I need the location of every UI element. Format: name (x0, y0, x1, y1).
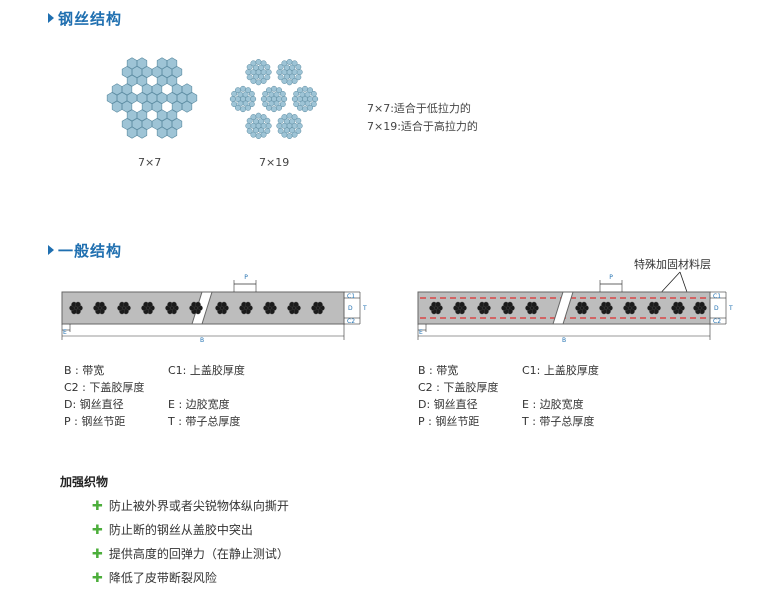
section-title-general: 一般结构 (48, 240, 122, 261)
list-item: ✚降低了皮带断裂风险 (92, 571, 217, 586)
caption-7x19: 7×19 (259, 156, 290, 169)
label-t: T (362, 305, 367, 312)
section-title-rope: 钢丝结构 (48, 8, 122, 29)
fabric-list: ✚防止被外界或者尖锐物体纵向撕开 ✚防止断的钢丝从盖胶中突出 ✚提供高度的回弹力… (92, 494, 289, 590)
plus-icon: ✚ (92, 547, 103, 562)
fabric-title: 加强织物 (60, 475, 109, 489)
plus-icon: ✚ (92, 571, 103, 586)
triangle-icon (48, 245, 54, 255)
label-c2: C2 (713, 318, 721, 325)
belt-diagram-reinforced: 特殊加固材料层 P C1 D C2 T E B (417, 258, 733, 344)
label-c1: C1 (347, 293, 355, 300)
note-7x7: 7×7:适合于低拉力的 (367, 102, 471, 115)
belt-diagram-standard: P C1 D C2 T E B (61, 274, 367, 344)
rope-7x19-diagram (229, 59, 319, 139)
label-b: B (200, 337, 204, 344)
label-c2: C2 (347, 318, 355, 325)
label-c1: C1 (713, 293, 721, 300)
label-t: T (728, 305, 733, 312)
label-e: E (419, 329, 423, 336)
triangle-icon (48, 13, 54, 23)
label-e: E (63, 329, 67, 336)
plus-icon: ✚ (92, 523, 103, 538)
special-layer-label: 特殊加固材料层 (634, 258, 711, 271)
label-d: D (348, 305, 353, 312)
label-d: D (714, 305, 719, 312)
list-item: ✚防止被外界或者尖锐物体纵向撕开 (92, 499, 289, 514)
plus-icon: ✚ (92, 499, 103, 514)
list-item: ✚防止断的钢丝从盖胶中突出 (92, 523, 253, 538)
label-b: B (562, 337, 566, 344)
caption-7x7: 7×7 (138, 156, 162, 169)
list-item: ✚提供高度的回弹力（在静止测试） (92, 547, 289, 562)
label-p: P (244, 274, 248, 281)
note-7x19: 7×19:适合于高拉力的 (367, 120, 478, 133)
rope-7x7-diagram (106, 57, 198, 139)
label-p: P (609, 274, 613, 281)
